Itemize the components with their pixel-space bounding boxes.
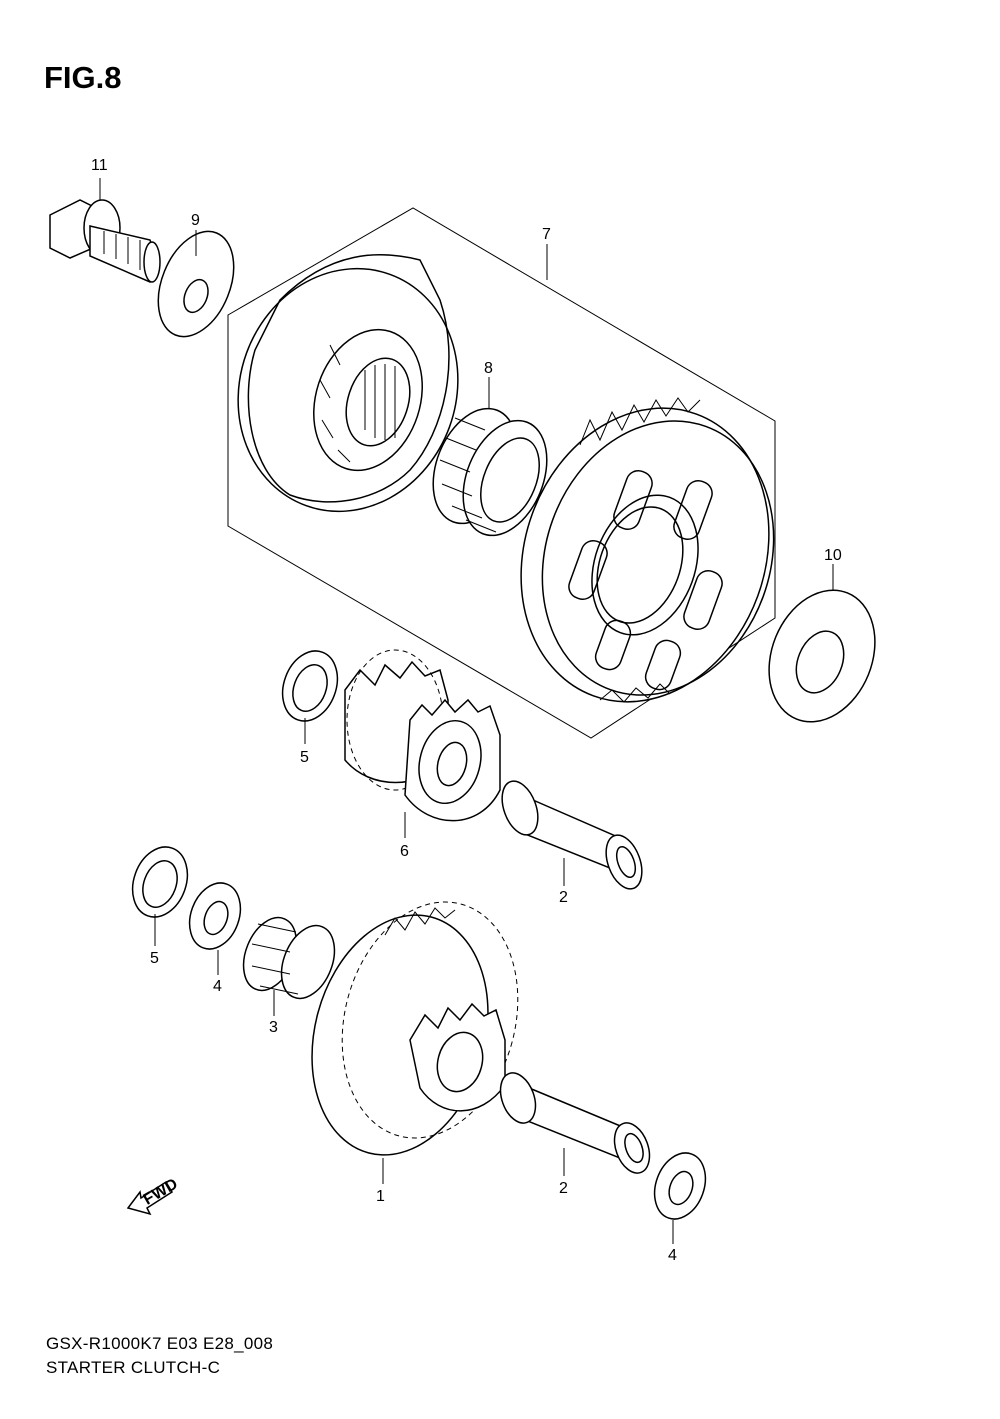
callout-4-right: 4 (668, 1247, 677, 1264)
bolt-part (49, 199, 161, 283)
washer-part-9 (157, 230, 235, 338)
washer-part-4-left (188, 882, 242, 950)
shaft-part-2-lower (499, 1072, 651, 1174)
callout-7: 7 (542, 226, 551, 243)
callout-2-upper: 2 (559, 889, 568, 906)
washer-part-10 (768, 589, 876, 723)
driven-gear-part-1 (311, 901, 519, 1156)
circlip-part-5-upper (281, 650, 339, 722)
callout-5-upper: 5 (300, 749, 309, 766)
callout-2-lower: 2 (559, 1180, 568, 1197)
assembly-outline (227, 207, 776, 739)
leader-lines (99, 178, 834, 1244)
bearing-part-8 (432, 407, 548, 537)
fwd-label: FWD (141, 1176, 181, 1209)
callout-11: 11 (91, 157, 108, 174)
callout-6: 6 (400, 843, 409, 860)
clutch-housing-part-7 (237, 254, 459, 513)
idler-gear-part-6 (344, 649, 501, 822)
washer-part-4-right (653, 1152, 707, 1220)
callout-3: 3 (269, 1019, 278, 1036)
callout-4-left: 4 (213, 978, 222, 995)
section-name: STARTER CLUTCH-C (46, 1358, 221, 1377)
bearing-part-3 (242, 916, 336, 1000)
callout-5-lower: 5 (150, 950, 159, 967)
circlip-part-5-lower (131, 846, 189, 918)
figure-title: FIG.8 (44, 60, 122, 95)
callout-1: 1 (376, 1188, 385, 1205)
callout-8: 8 (484, 360, 493, 377)
diagram-footer: GSX-R1000K7 E03 E28_008 STARTER CLUTCH-C (46, 1332, 273, 1380)
callout-9: 9 (191, 212, 200, 229)
callout-10: 10 (824, 547, 842, 564)
fwd-arrow-icon: FWD (126, 1176, 181, 1216)
ring-gear-part-7 (520, 397, 775, 703)
model-code: GSX-R1000K7 E03 E28_008 (46, 1334, 274, 1353)
shaft-part-2-upper (501, 780, 643, 890)
